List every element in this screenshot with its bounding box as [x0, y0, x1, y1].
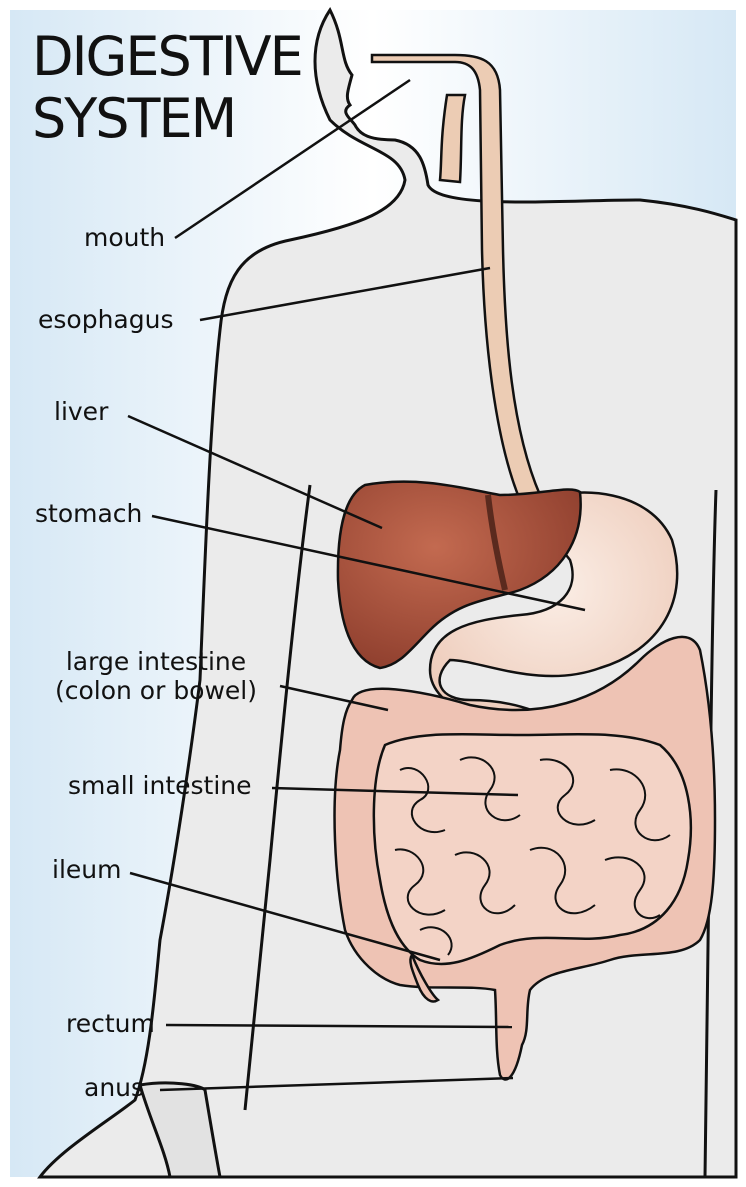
- label-ileum: ileum: [52, 856, 121, 885]
- label-large-intestine: large intestine (colon or bowel): [36, 648, 276, 706]
- label-small-intestine: small intestine: [68, 772, 252, 801]
- label-large-intestine-line1: large intestine: [36, 648, 276, 677]
- label-mouth: mouth: [84, 224, 165, 253]
- label-anus: anus: [84, 1074, 144, 1103]
- label-stomach: stomach: [35, 500, 142, 529]
- diagram-title-line-2: SYSTEM: [32, 92, 235, 146]
- label-large-intestine-line2: (colon or bowel): [36, 677, 276, 706]
- label-esophagus: esophagus: [38, 306, 173, 335]
- label-liver: liver: [54, 398, 108, 427]
- label-rectum: rectum: [66, 1010, 155, 1039]
- diagram-title-line-1: DIGESTIVE: [32, 30, 302, 84]
